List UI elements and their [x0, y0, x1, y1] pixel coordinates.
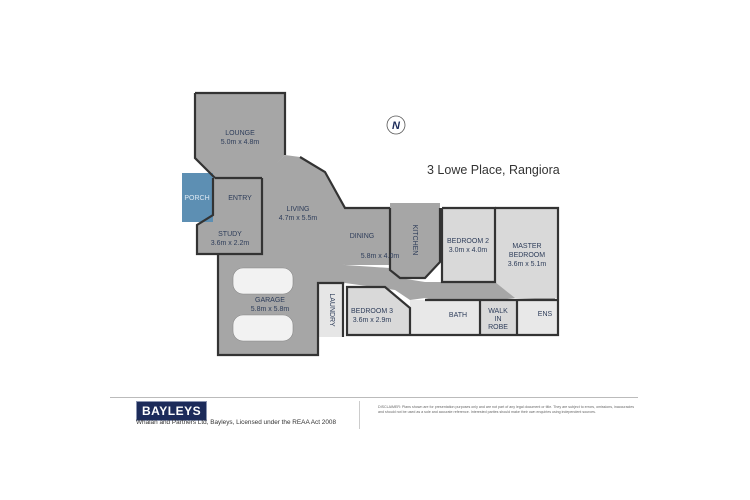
- room-master-bedroom: [495, 208, 558, 298]
- label-master-line2: BEDROOM: [509, 252, 545, 259]
- room-walk-in-robe: [481, 300, 517, 335]
- garage-cars: [232, 267, 294, 342]
- size-living: 4.7m x 5.5m: [279, 215, 318, 222]
- walls: [193, 91, 560, 357]
- size-garage: 5.8m x 5.8m: [251, 306, 290, 313]
- label-laundry: LAUNDRY: [328, 293, 335, 327]
- size-bedroom2: 3.0m x 4.0m: [449, 247, 488, 254]
- label-bedroom3: BEDROOM 3: [351, 308, 393, 315]
- label-entry: ENTRY: [228, 195, 252, 202]
- compass-label: N: [392, 120, 401, 132]
- bayleys-logo: BAYLEYS: [136, 401, 208, 421]
- room-laundry: [318, 283, 343, 337]
- room-bedroom3: [347, 287, 410, 335]
- label-walkin-line1: WALK: [488, 308, 508, 315]
- room-porch: [182, 173, 213, 222]
- room-living-dining: [262, 155, 390, 265]
- size-bedroom3: 3.6m x 2.9m: [353, 317, 392, 324]
- label-garage: GARAGE: [255, 297, 285, 304]
- label-dining: DINING: [350, 233, 375, 240]
- size-dining: 5.8m x 4.0m: [361, 253, 400, 260]
- disclaimer-text: DISCLAIMER: Plans shown are for presenta…: [378, 405, 635, 414]
- room-kitchen: [390, 203, 440, 278]
- size-master: 3.6m x 5.1m: [508, 261, 547, 268]
- compass: N: [386, 115, 406, 135]
- label-study: STUDY: [218, 231, 242, 238]
- label-master-line1: MASTER: [512, 243, 541, 250]
- label-bedroom2: BEDROOM 2: [447, 238, 489, 245]
- label-bath: BATH: [449, 312, 467, 319]
- north-arrow-icon: [386, 115, 406, 135]
- label-porch: PORCH: [184, 195, 209, 202]
- label-walkin-line3: ROBE: [488, 324, 508, 331]
- label-ensuite: ENS: [538, 311, 553, 318]
- property-address: 3 Lowe Place, Rangiora: [427, 163, 560, 177]
- label-lounge: LOUNGE: [225, 130, 255, 137]
- room-bath: [410, 300, 480, 335]
- hallway: [318, 255, 555, 302]
- room-labels: LOUNGE 5.0m x 4.8m PORCH ENTRY STUDY 3.6…: [184, 130, 552, 331]
- footer-divider: [110, 397, 638, 398]
- size-lounge: 5.0m x 4.8m: [221, 139, 260, 146]
- room-ensuite: [517, 300, 558, 335]
- size-study: 3.6m x 2.2m: [211, 240, 250, 247]
- room-bedroom2: [442, 208, 495, 282]
- footer-vertical-divider: [359, 401, 360, 429]
- label-living: LIVING: [287, 206, 310, 213]
- label-walkin-line2: IN: [495, 316, 502, 323]
- label-kitchen: KITCHEN: [411, 225, 418, 256]
- agency-text: Whalan and Partners Ltd, Bayleys, Licens…: [136, 419, 337, 426]
- room-lounge: [195, 93, 285, 178]
